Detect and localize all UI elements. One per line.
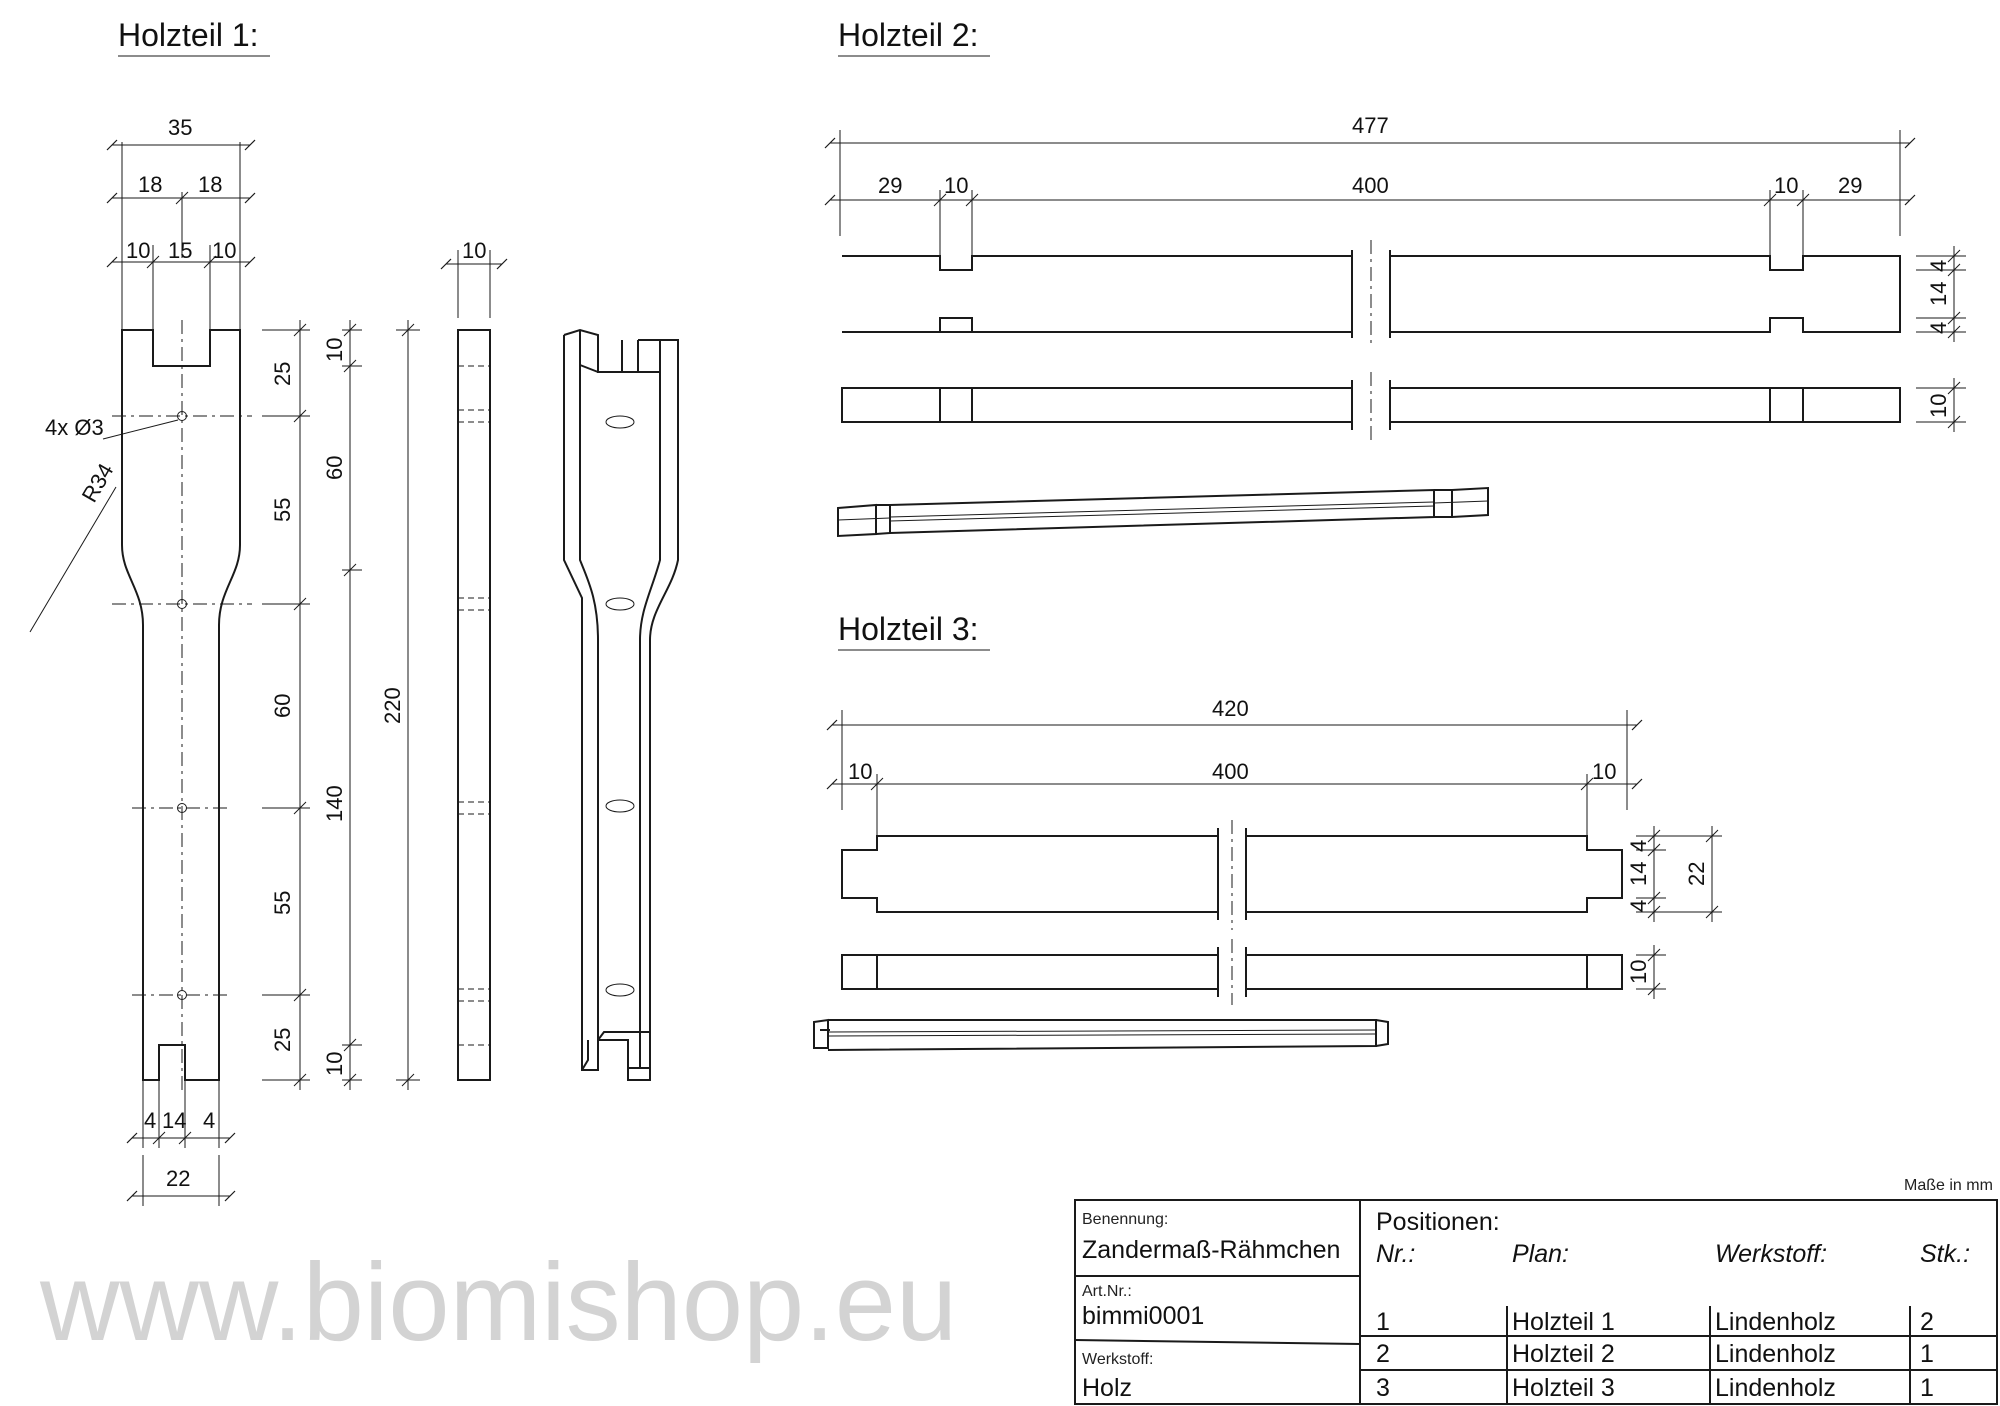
row-1-nr: 1	[1376, 1308, 1390, 1336]
row-3-werkstoff: Lindenholz	[1715, 1374, 1836, 1402]
svg-text:60: 60	[322, 456, 347, 480]
svg-text:420: 420	[1212, 696, 1249, 721]
svg-text:10: 10	[1592, 759, 1616, 784]
row-1-stk: 2	[1920, 1308, 1934, 1336]
row-2-nr: 2	[1376, 1340, 1390, 1368]
svg-text:477: 477	[1352, 113, 1389, 138]
part1-front-view: 4x Ø3 R34	[29, 320, 252, 1092]
part1-bottom-dims: 4 14 4 22	[126, 1080, 236, 1206]
part1-isometric-view	[563, 328, 679, 1081]
row-2-plan: Holzteil 2	[1512, 1340, 1615, 1368]
svg-text:10: 10	[1926, 394, 1951, 418]
svg-text:15: 15	[168, 238, 192, 263]
svg-text:4: 4	[1626, 900, 1651, 912]
svg-text:55: 55	[270, 891, 295, 915]
part1-vertical-dims-2: 10 60 140 10	[322, 320, 362, 1090]
holes-label: 4x Ø3	[45, 415, 104, 440]
positions-title: Positionen:	[1376, 1208, 1500, 1236]
svg-text:4: 4	[144, 1108, 156, 1133]
part1-title: Holzteil 1:	[118, 17, 259, 53]
part2-dims: 477 29 10 400 10 29	[824, 113, 1916, 256]
col-nr: Nr.:	[1376, 1240, 1415, 1268]
svg-text:14: 14	[162, 1108, 186, 1133]
svg-text:4: 4	[1626, 840, 1651, 852]
row-1-plan: Holzteil 1	[1512, 1308, 1615, 1336]
werkstoff-label: Werkstoff:	[1082, 1351, 1153, 1368]
part3-isometric-view	[813, 1018, 1389, 1051]
radius-label: R34	[77, 459, 119, 506]
part2-title: Holzteil 2:	[838, 17, 979, 53]
svg-text:400: 400	[1352, 173, 1389, 198]
row-2-werkstoff: Lindenholz	[1715, 1340, 1836, 1368]
part1-top-dims: 35 18 18 10 15 10	[106, 115, 256, 330]
row-3-plan: Holzteil 3	[1512, 1374, 1615, 1402]
title-block: Benennung: Zandermaß-Rähmchen Art.Nr.: b…	[1074, 1199, 1998, 1405]
svg-text:4: 4	[203, 1108, 215, 1133]
part2-isometric-view	[837, 486, 1489, 538]
svg-text:400: 400	[1212, 759, 1249, 784]
row-3-stk: 1	[1920, 1374, 1934, 1402]
row-3-nr: 3	[1376, 1374, 1390, 1402]
watermark: www.biomishop.eu	[39, 1241, 957, 1364]
svg-text:4: 4	[1926, 260, 1951, 272]
svg-text:14: 14	[1626, 862, 1651, 886]
benennung-label: Benennung:	[1082, 1211, 1168, 1228]
part1-side-view: 10	[440, 238, 508, 1081]
part1-vertical-dims-total: 220	[380, 320, 420, 1090]
svg-text:10: 10	[126, 238, 150, 263]
part3-dims: 420 10 400 10	[826, 696, 1643, 836]
svg-text:10: 10	[1774, 173, 1798, 198]
part3-height-dims: 4 14 4 22	[1626, 826, 1722, 922]
svg-text:10: 10	[462, 238, 486, 263]
col-werkstoff: Werkstoff:	[1715, 1240, 1827, 1268]
werkstoff-value: Holz	[1082, 1374, 1132, 1402]
svg-text:10: 10	[848, 759, 872, 784]
part3-front-view	[841, 820, 1623, 930]
svg-text:10: 10	[212, 238, 236, 263]
svg-text:22: 22	[1684, 862, 1709, 886]
svg-text:10: 10	[1626, 960, 1651, 984]
row-1-werkstoff: Lindenholz	[1715, 1308, 1836, 1336]
svg-text:55: 55	[270, 498, 295, 522]
svg-text:29: 29	[1838, 173, 1862, 198]
part3-title: Holzteil 3:	[838, 611, 979, 647]
svg-text:140: 140	[322, 785, 347, 822]
artnr-value: bimmi0001	[1082, 1302, 1204, 1330]
svg-text:14: 14	[1926, 282, 1951, 306]
col-stk: Stk.:	[1920, 1240, 1970, 1268]
part2-front-view	[842, 240, 1901, 348]
part2-height-dims: 4 14 4	[1916, 246, 1966, 342]
svg-text:60: 60	[270, 694, 295, 718]
svg-text:18: 18	[138, 172, 162, 197]
col-plan: Plan:	[1512, 1240, 1569, 1268]
svg-text:29: 29	[878, 173, 902, 198]
svg-text:25: 25	[270, 362, 295, 386]
part1-vertical-dims-1: 25 55 60 55 25	[262, 320, 310, 1090]
artnr-label: Art.Nr.:	[1082, 1283, 1132, 1300]
units-note: Maße in mm	[1904, 1177, 1993, 1194]
part2-top-view: 10	[841, 372, 1966, 440]
svg-text:18: 18	[198, 172, 222, 197]
svg-text:35: 35	[168, 115, 192, 140]
svg-text:220: 220	[380, 687, 405, 724]
svg-text:4: 4	[1926, 322, 1951, 334]
svg-text:10: 10	[322, 1052, 347, 1076]
svg-text:10: 10	[944, 173, 968, 198]
benennung-value: Zandermaß-Rähmchen	[1082, 1236, 1340, 1264]
svg-text:22: 22	[166, 1166, 190, 1191]
svg-text:25: 25	[270, 1028, 295, 1052]
svg-text:10: 10	[322, 338, 347, 362]
row-2-stk: 1	[1920, 1340, 1934, 1368]
part3-top-view: 10	[841, 939, 1666, 1005]
